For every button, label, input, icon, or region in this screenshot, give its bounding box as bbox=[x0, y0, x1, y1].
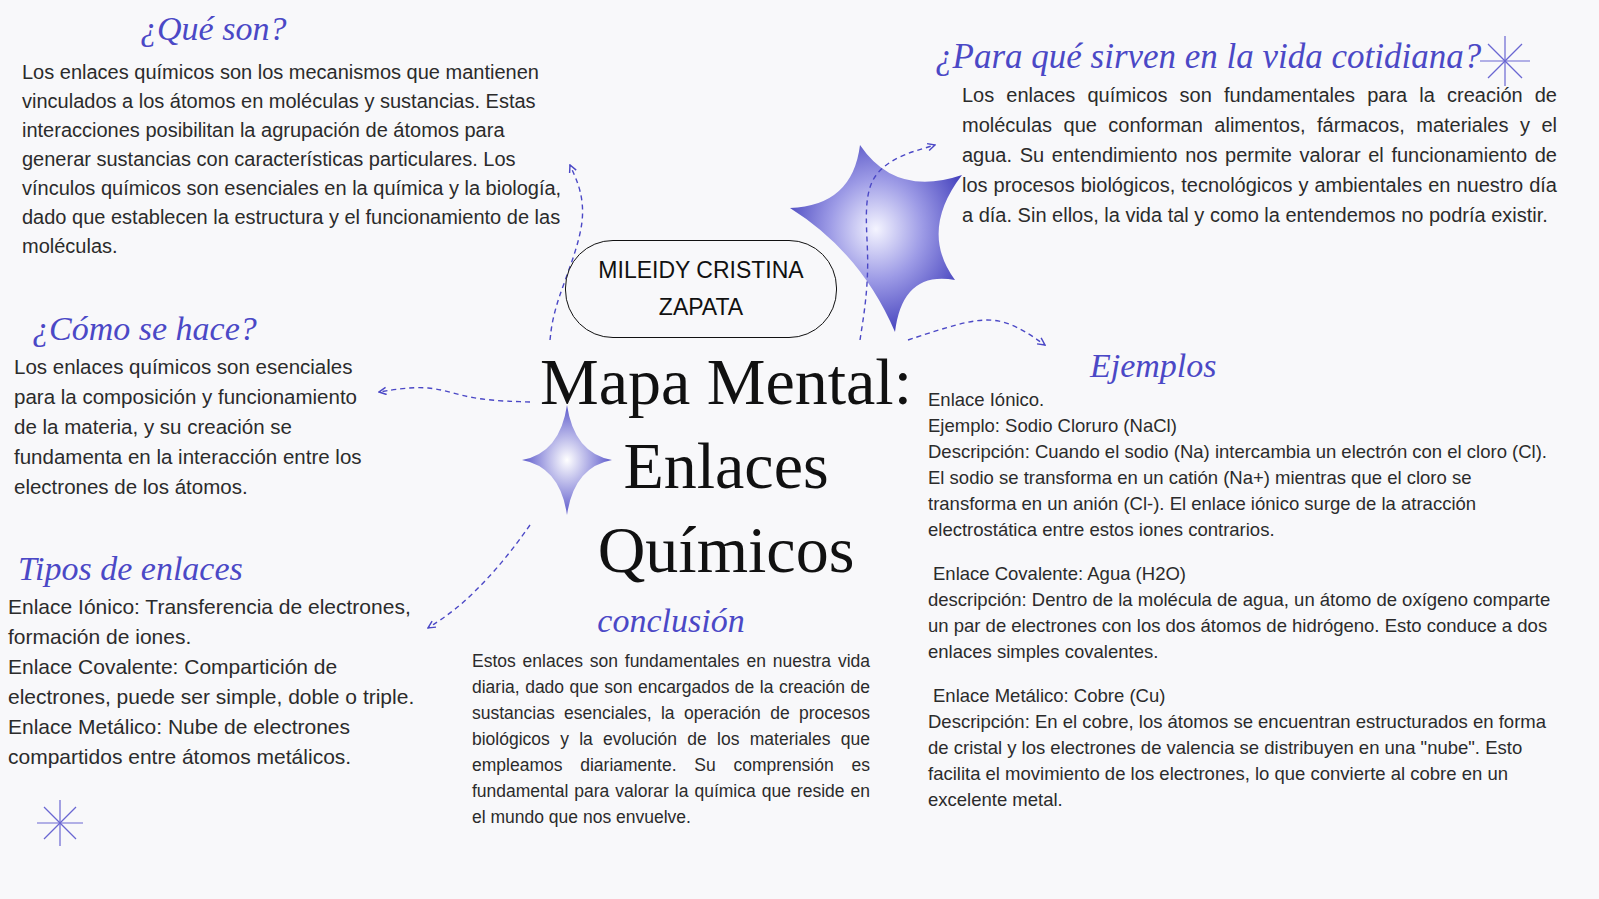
body-text: Descripción: Cuando el sodio (Na) interc… bbox=[928, 439, 1563, 543]
body-text: Enlace Iónico: Transferencia de electron… bbox=[8, 592, 428, 652]
small-star bbox=[522, 405, 612, 515]
body-text: Los enlaces químicos son fundamentales p… bbox=[935, 80, 1557, 230]
body-text: Los enlaces químicos son los mecanismos … bbox=[22, 58, 570, 261]
topic-block: ¿Qué son? Los enlaces químicos son los me… bbox=[22, 8, 570, 261]
conclusion-block: conclusiónEstos enlaces son fundamentale… bbox=[472, 600, 870, 830]
examples-block: EjemplosEnlace Iónico.Ejemplo: Sodio Clo… bbox=[928, 345, 1563, 813]
central-title: Mapa Mental: Enlaces Químicos bbox=[530, 340, 922, 592]
sparkle bbox=[37, 800, 83, 846]
body-text: Ejemplo: Sodio Cloruro (NaCl) bbox=[928, 413, 1563, 439]
topic-block: Tipos de enlacesEnlace Iónico: Transfere… bbox=[8, 548, 428, 772]
node-label: MILEIDY CRISTINA ZAPATA bbox=[582, 252, 820, 326]
node-label: Mapa Mental: Enlaces Químicos bbox=[536, 340, 916, 592]
body-text: Estos enlaces son fundamentales en nuest… bbox=[472, 648, 870, 830]
section-heading: ¿Para qué sirven en la vida cotidiana? bbox=[935, 36, 1557, 78]
dashed-arrow bbox=[379, 388, 530, 402]
body-text: Descripción: En el cobre, los átomos se … bbox=[928, 709, 1563, 813]
section-heading: ¿Qué son? bbox=[22, 8, 570, 50]
author-pill: MILEIDY CRISTINA ZAPATA bbox=[565, 240, 837, 338]
section-heading: ¿Cómo se hace? bbox=[14, 308, 379, 350]
body-text: descripción: Dentro de la molécula de ag… bbox=[928, 587, 1563, 665]
sparkle bbox=[1480, 36, 1530, 86]
body-text: Enlace Metálico: Nube de electrones comp… bbox=[8, 712, 428, 772]
body-text: Enlace Covalente: Agua (H2O) bbox=[928, 561, 1563, 587]
body-text: Los enlaces químicos son esenciales para… bbox=[14, 352, 379, 502]
topic-block: ¿Para qué sirven en la vida cotidiana?Lo… bbox=[935, 36, 1557, 230]
body-text: Enlace Metálico: Cobre (Cu) bbox=[928, 683, 1563, 709]
dashed-arrow bbox=[428, 525, 530, 628]
section-heading: conclusión bbox=[472, 600, 870, 642]
dashed-arrow bbox=[908, 320, 1045, 345]
body-text: Enlace Covalente: Compartición de electr… bbox=[8, 652, 428, 712]
section-heading: Ejemplos bbox=[928, 345, 1563, 387]
topic-block: ¿Cómo se hace?Los enlaces químicos son e… bbox=[14, 308, 379, 502]
body-text: Enlace Iónico. bbox=[928, 387, 1563, 413]
section-heading: Tipos de enlaces bbox=[8, 548, 428, 590]
dashed-arrow bbox=[860, 145, 935, 340]
